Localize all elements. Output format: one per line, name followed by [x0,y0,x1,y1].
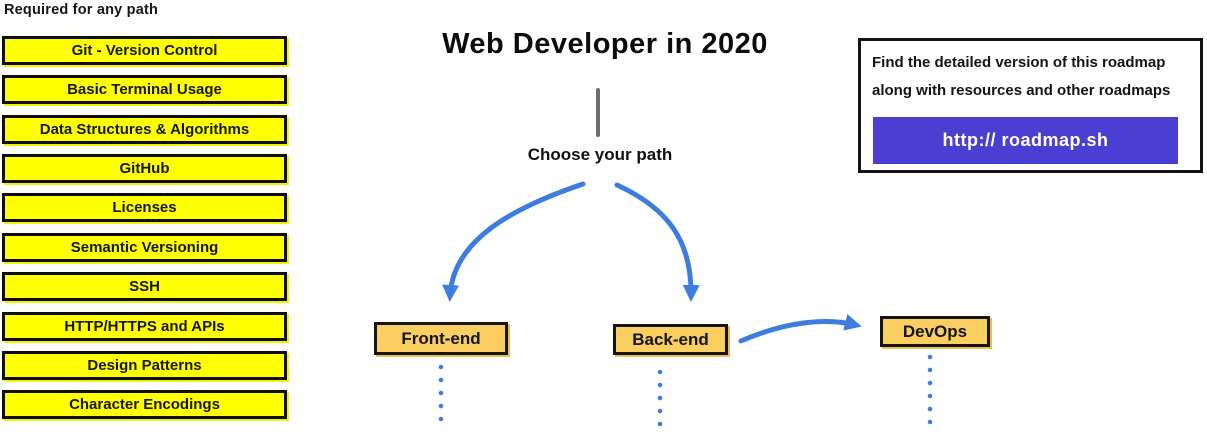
sidebar-item-licenses[interactable]: Licenses [2,193,287,222]
arrow-backend-to-devops [738,314,862,344]
path-box-devops[interactable]: DevOps [880,316,990,347]
sidebar-item-character-encodings[interactable]: Character Encodings [2,390,287,419]
arrow-choose-to-backend [614,182,700,302]
choose-your-path-label: Choose your path [527,145,673,164]
info-panel-line2: along with resources and other roadmaps [872,82,1171,99]
info-panel-text: Find the detailed version of this roadma… [872,49,1194,105]
arrow-choose-to-frontend [442,181,586,302]
info-panel-line1: Find the detailed version of this roadma… [872,54,1166,71]
sidebar-header: Required for any path [4,2,159,18]
path-box-backend[interactable]: Back-end [613,324,728,355]
sidebar-item-git-version-control[interactable]: Git - Version Control [2,36,287,65]
sidebar-item-github[interactable]: GitHub [2,154,287,183]
roadmap-url-button[interactable]: http:// roadmap.sh [873,117,1178,164]
sidebar-item-data-structures-algorithms[interactable]: Data Structures & Algorithms [2,115,287,144]
sidebar-item-design-patterns[interactable]: Design Patterns [2,351,287,380]
info-panel: Find the detailed version of this roadma… [858,38,1203,173]
title-stem-line [596,88,600,137]
sidebar-item-semantic-versioning[interactable]: Semantic Versioning [2,233,287,262]
sidebar-item-ssh[interactable]: SSH [2,272,287,301]
path-box-frontend[interactable]: Front-end [374,322,508,355]
sidebar-item-http-https-apis[interactable]: HTTP/HTTPS and APIs [2,312,287,341]
sidebar-item-basic-terminal-usage[interactable]: Basic Terminal Usage [2,75,287,104]
page-title: Web Developer in 2020 [442,28,768,60]
